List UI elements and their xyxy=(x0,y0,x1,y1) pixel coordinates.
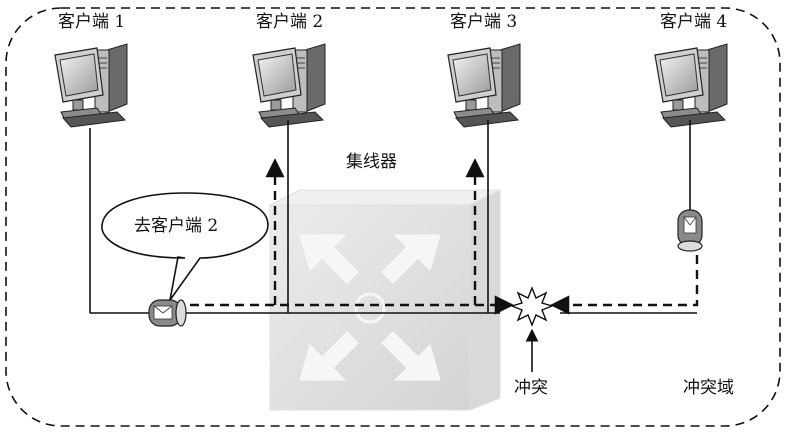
collision-domain-border xyxy=(5,7,781,427)
collision-domain-label: 冲突域 xyxy=(683,378,734,398)
client-4-packet-icon xyxy=(677,209,703,252)
client-4-label: 客户端 4 xyxy=(660,12,728,32)
hub-icon xyxy=(269,189,501,411)
client-3-label: 客户端 3 xyxy=(450,12,518,32)
computer-icon xyxy=(654,43,728,128)
client-2-label: 客户端 2 xyxy=(256,12,324,32)
path-client-4-to-collision xyxy=(550,255,699,315)
hub-label: 集线器 xyxy=(346,152,397,172)
destination-bubble xyxy=(101,192,269,301)
computer-icon xyxy=(54,43,128,128)
computer-icon xyxy=(447,43,521,128)
bubble-label: 去客户端 2 xyxy=(134,216,219,236)
envelope-packet-icon xyxy=(148,299,187,327)
collision-burst-icon xyxy=(509,286,555,327)
client-1-label: 客户端 1 xyxy=(58,12,126,32)
computer-icon xyxy=(252,43,326,128)
collision-label: 冲突 xyxy=(514,378,548,398)
signal-paths xyxy=(190,158,699,315)
